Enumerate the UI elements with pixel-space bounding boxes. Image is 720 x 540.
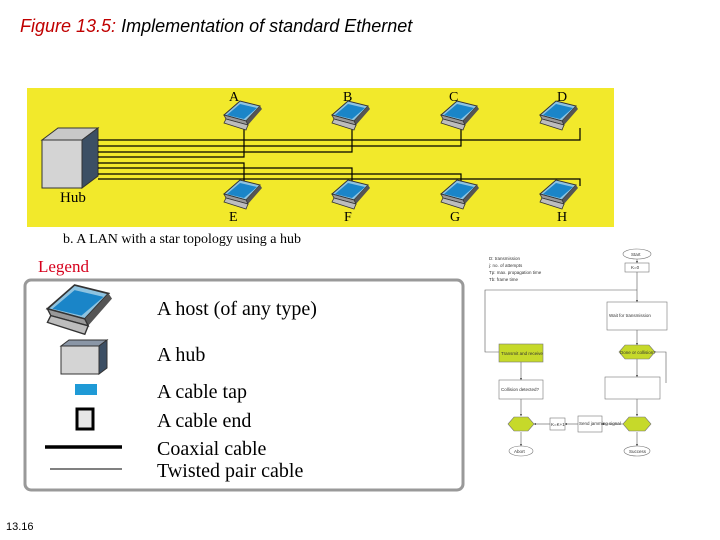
flow-jam-label: Send jamming signal xyxy=(579,421,621,426)
flow-note-4: Tb: frame time xyxy=(489,277,519,282)
flow-inner-box xyxy=(604,376,661,400)
flow-success-node xyxy=(623,445,651,457)
flow-wait-label: Wait for transmission xyxy=(609,313,651,318)
flow-note-2: j: no. of attempts xyxy=(488,263,523,268)
flow-collision-label: Collision detected? xyxy=(501,387,540,392)
legend-item-host: A host (of any type) xyxy=(157,298,317,320)
legend-item-twisted-pair: Twisted pair cable xyxy=(157,460,303,482)
flow-kinc-label: K=K+1 xyxy=(551,422,565,427)
host-label-e: E xyxy=(229,210,238,225)
legend-item-coaxial: Coaxial cable xyxy=(157,438,267,460)
figure-number: Figure 13.5: xyxy=(20,16,117,36)
flow-done-node xyxy=(618,344,656,360)
flow-kinc-node xyxy=(549,417,566,431)
legend-cable-end-icon xyxy=(75,407,95,431)
host-label-a: A xyxy=(229,90,240,105)
hub-icon xyxy=(40,127,100,189)
flow-abort-label: Abort xyxy=(514,449,526,454)
flow-transmit-node xyxy=(498,343,544,363)
flow-abort-node xyxy=(508,445,534,457)
flow-jam-node xyxy=(577,415,603,433)
legend-cable-tap-icon xyxy=(75,384,97,395)
flow-check-node xyxy=(622,416,652,432)
legend-title: Legend xyxy=(38,257,89,276)
flow-note-3: Tp: max. propagation time xyxy=(489,270,542,275)
flow-k0-label: K=0 xyxy=(631,265,640,270)
legend-hub-icon xyxy=(59,339,109,375)
hub-label: Hub xyxy=(60,190,86,206)
host-label-c: C xyxy=(449,90,458,105)
hub-cables xyxy=(98,128,581,186)
flow-collision-box xyxy=(498,379,544,400)
flow-start-node xyxy=(622,248,652,260)
legend-box xyxy=(23,278,465,492)
host-label-f: F xyxy=(344,210,352,225)
flow-start-label: Start xyxy=(631,252,641,257)
page-number: 13.16 xyxy=(6,521,34,533)
flow-transmit-label: Transmit and receive xyxy=(501,351,543,356)
host-label-b: B xyxy=(343,90,352,105)
figure-caption-text: Implementation of standard Ethernet xyxy=(121,16,413,36)
flow-wait-node xyxy=(606,301,668,331)
legend-item-cable-end: A cable end xyxy=(157,410,251,432)
host-label-d: D xyxy=(557,90,567,105)
flow-success-label: Success xyxy=(629,449,647,454)
csma-flowchart: D: transmission j: no. of attempts Tp: m… xyxy=(484,248,668,457)
host-label-h: H xyxy=(557,210,567,225)
flow-kmax-node xyxy=(507,416,535,432)
figure-title: Figure 13.5: Implementation of standard … xyxy=(20,16,412,37)
flow-k0-node xyxy=(624,262,650,273)
topology-caption: b. A LAN with a star topology using a hu… xyxy=(63,232,301,247)
legend-item-cable-tap: A cable tap xyxy=(157,381,247,403)
flow-note-1: D: transmission xyxy=(489,256,521,261)
host-label-g: G xyxy=(450,210,460,225)
flow-done-label: Done or collision? xyxy=(620,350,656,355)
legend-item-hub: A hub xyxy=(157,344,205,366)
